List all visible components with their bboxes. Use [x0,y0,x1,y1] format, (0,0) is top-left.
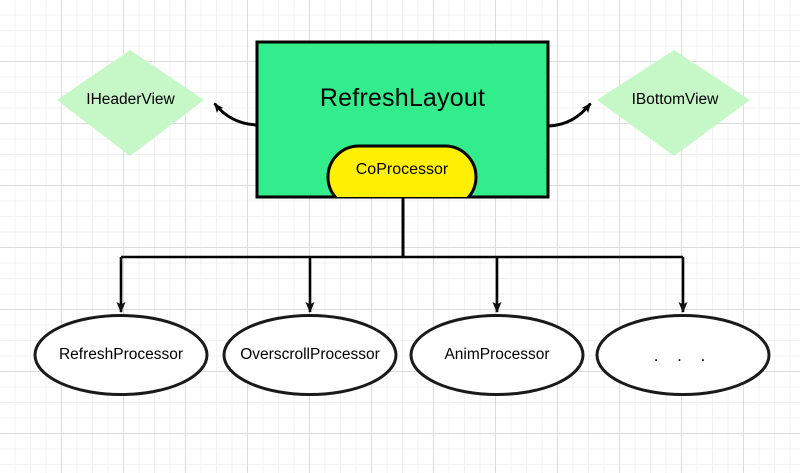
node-more[interactable] [595,314,771,396]
node-animprocessor[interactable] [409,314,585,396]
diamond-ibottomview[interactable] [597,50,750,156]
node-overscrollprocessor[interactable] [222,314,398,396]
node-refreshprocessor[interactable] [33,314,209,396]
diamond-iheaderview[interactable] [57,50,204,156]
connector-to-iheaderview [213,102,257,127]
connector-to-ibottomview [548,102,592,128]
node-coprocessor[interactable] [326,144,478,208]
